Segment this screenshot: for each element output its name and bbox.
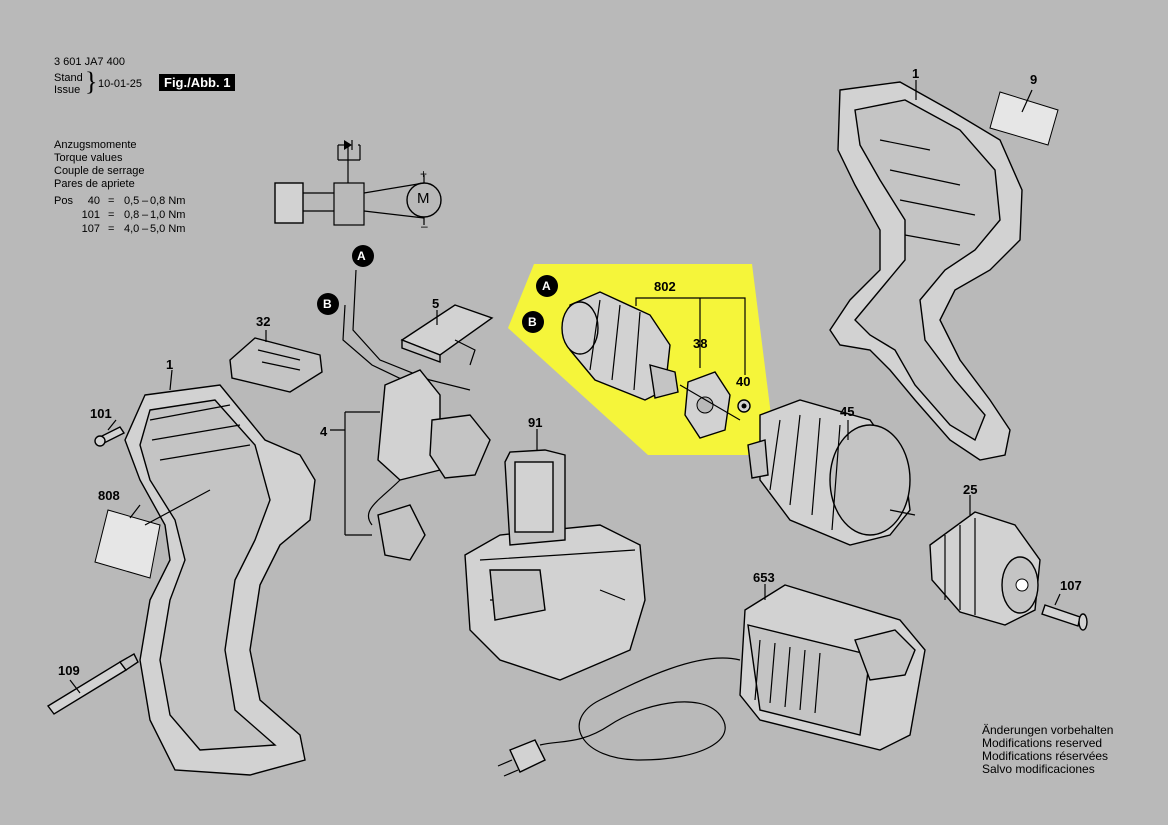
screw-40: [737, 399, 751, 413]
part-number-40: 40: [736, 374, 751, 389]
marker-a-motor-text: A: [542, 279, 551, 293]
bit-109: [46, 653, 139, 715]
part-number-107: 107: [1060, 578, 1082, 593]
torque-pos-label: Pos: [54, 195, 73, 207]
torque-eq: =: [108, 195, 115, 207]
part-number-45: 45: [840, 404, 855, 419]
torque-dash: –: [142, 223, 149, 235]
label-9: [989, 91, 1059, 146]
circuit-schematic: [274, 140, 442, 226]
footer-line-de: Änderungen vorbehalten: [982, 723, 1114, 737]
torque-eq: =: [108, 223, 115, 235]
part-number-4: 4: [320, 424, 328, 439]
figure-label: Fig./Abb. 1: [159, 74, 236, 91]
label-808: [94, 509, 161, 579]
motor-802: [561, 291, 679, 401]
chuck-25: [929, 511, 1041, 626]
marker-a-left-text: A: [357, 249, 366, 263]
brace: }: [85, 67, 98, 96]
footer-line-fr: Modifications réservées: [982, 749, 1109, 763]
part-number-1-top: 1: [912, 66, 920, 81]
marker-b-left-text: B: [323, 297, 332, 311]
switch-4: [330, 269, 491, 561]
marker-a-left: [352, 245, 374, 267]
part-number-91: 91: [528, 415, 543, 430]
screw-101: [94, 426, 126, 447]
part-number-9: 9: [1030, 72, 1038, 87]
footer-notes: Änderungen vorbehalten Modifications res…: [982, 724, 1113, 776]
torque-title-en: Torque values: [54, 152, 123, 164]
part-number-808: 808: [98, 488, 120, 503]
callout-lines-802: [635, 297, 746, 421]
part-5: [400, 304, 494, 366]
torque-pos: 40: [87, 195, 100, 207]
housing-half-right: [829, 81, 1023, 461]
housing-half-left: [124, 384, 316, 776]
part-32: [229, 337, 323, 393]
part-number-25: 25: [963, 482, 978, 497]
screw-107: [1041, 604, 1088, 631]
torque-title-de: Anzugsmomente: [54, 139, 137, 151]
torque-min: 0,5: [124, 195, 140, 207]
doc-number: 3 601 JA7 400: [54, 56, 125, 68]
torque-block: Anzugsmomente Torque values Couple de se…: [54, 139, 145, 191]
torque-title-fr: Couple de serrage: [54, 165, 145, 177]
part-number-101: 101: [90, 406, 112, 421]
footer-line-en: Modifications reserved: [982, 736, 1103, 750]
marker-b-left: [317, 293, 339, 315]
part-number-38: 38: [693, 336, 708, 351]
charger-653: [497, 584, 926, 777]
part-number-32: 32: [256, 314, 271, 329]
issue-date: 10-01-25: [98, 78, 143, 90]
torque-max: 5,0 Nm: [150, 223, 186, 235]
part-number-653: 653: [753, 570, 775, 585]
torque-dash: –: [142, 195, 149, 207]
marker-b-motor-text: B: [528, 315, 537, 329]
torque-max: 0,8 Nm: [150, 195, 186, 207]
part-number-802: 802: [654, 279, 676, 294]
torque-max: 1,0 Nm: [150, 209, 186, 221]
gasket-38: [684, 371, 731, 439]
plus-sign: +: [420, 167, 428, 181]
torque-title-es: Pares de apriete: [54, 178, 135, 190]
minus-sign: –: [421, 219, 428, 233]
issue-label: Issue: [54, 84, 81, 96]
motor-symbol: M: [417, 190, 430, 207]
torque-dash: –: [142, 209, 149, 221]
torque-eq: =: [108, 209, 115, 221]
gearbox-45: [747, 399, 916, 546]
torque-pos: 107: [81, 223, 100, 235]
torque-min: 4,0: [124, 223, 140, 235]
leader-lines: [69, 80, 1061, 694]
footer-line-es: Salvo modificaciones: [982, 762, 1095, 776]
torque-pos: 101: [81, 209, 100, 221]
part-number-1-left: 1: [166, 357, 174, 372]
part-number-109: 109: [58, 663, 80, 678]
torque-min: 0,8: [124, 209, 140, 221]
marker-a-motor: [536, 275, 558, 297]
battery-91: [464, 449, 646, 681]
stand-label: Stand: [54, 72, 83, 84]
marker-b-motor: [522, 311, 544, 333]
part-number-5: 5: [432, 296, 440, 311]
